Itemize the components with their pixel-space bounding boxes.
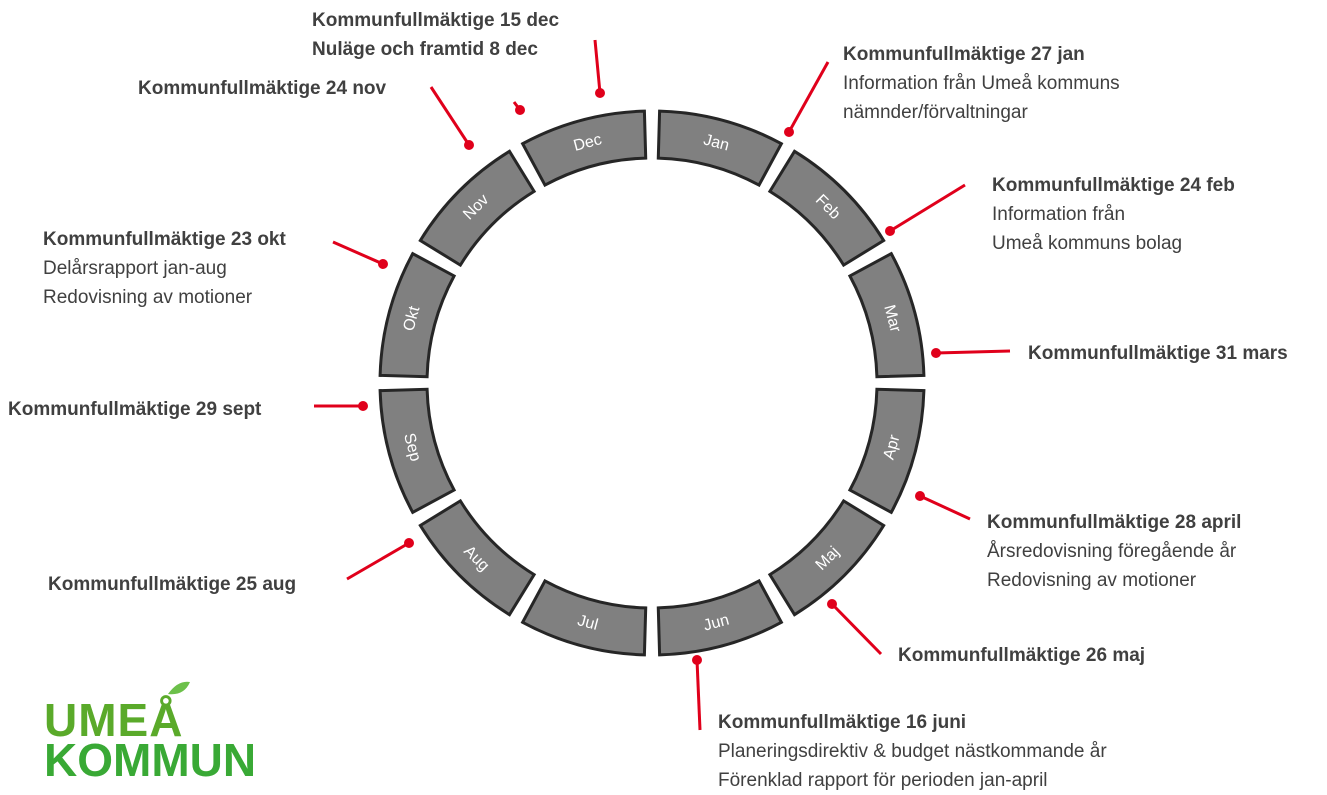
month-segment-aug xyxy=(418,498,537,617)
month-segment-mar xyxy=(847,251,926,379)
event-title: Kommunfullmäktige 24 feb xyxy=(992,175,1235,196)
event-feb: Kommunfullmäktige 24 feb Information frå… xyxy=(992,171,1235,258)
event-nov: Kommunfullmäktige 24 nov xyxy=(138,74,386,103)
event-line: Redovisning av motioner xyxy=(987,570,1197,591)
event-line: Redovisning av motioner xyxy=(43,287,253,308)
event-title: Kommunfullmäktige 25 aug xyxy=(48,574,297,595)
connector-dot xyxy=(827,599,837,609)
connector-line xyxy=(429,86,471,146)
event-sep: Kommunfullmäktige 29 sept xyxy=(8,395,261,424)
month-segment-apr xyxy=(847,387,926,515)
connector-dot xyxy=(692,655,702,665)
month-segment-jul xyxy=(520,578,648,657)
event-line: Planeringsdirektiv & budget nästkommande… xyxy=(718,741,1107,762)
event-line: Information från xyxy=(992,204,1126,225)
event-maj: Kommunfullmäktige 26 maj xyxy=(898,641,1145,670)
month-segment-jan xyxy=(656,109,784,188)
connector-dot xyxy=(595,88,605,98)
connector-line xyxy=(695,659,702,731)
month-segment-maj xyxy=(767,498,886,617)
connector-dot xyxy=(885,226,895,236)
leaf-icon xyxy=(168,681,190,695)
event-jan: Kommunfullmäktige 27 jan Information frå… xyxy=(843,40,1120,127)
connector-dot xyxy=(404,538,414,548)
connector-line xyxy=(787,61,830,133)
event-title: Kommunfullmäktige 24 nov xyxy=(138,78,387,99)
event-aug: Kommunfullmäktige 25 aug xyxy=(48,570,296,599)
month-segment-okt xyxy=(378,251,457,379)
event-title: Kommunfullmäktige 16 juni xyxy=(718,712,967,733)
month-label-mar: Mar xyxy=(880,303,904,335)
logo-line2: KOMMUN xyxy=(44,734,257,786)
connector-dot xyxy=(784,127,794,137)
event-title: Kommunfullmäktige 28 april xyxy=(987,512,1242,533)
event-title: Kommunfullmäktige 27 jan xyxy=(843,44,1085,65)
event-title: Kommunfullmäktige 29 sept xyxy=(8,399,262,420)
month-segment-sep xyxy=(378,387,457,515)
month-label-okt: Okt xyxy=(401,304,424,333)
month-segment-nov xyxy=(418,149,537,268)
connector-line xyxy=(889,183,966,233)
connector-line xyxy=(830,602,883,656)
connector-line xyxy=(593,39,602,94)
event-dec: Kommunfullmäktige 15 dec Nuläge och fram… xyxy=(312,6,559,64)
event-mar: Kommunfullmäktige 31 mars xyxy=(1028,339,1288,368)
connector-dot xyxy=(515,105,525,115)
event-line: Delårsrapport jan-aug xyxy=(43,258,227,279)
connector-line xyxy=(346,541,410,581)
month-segment-jun xyxy=(656,578,784,657)
month-segment-dec xyxy=(520,109,648,188)
connector-dot xyxy=(915,491,925,501)
event-line: Umeå kommuns bolag xyxy=(992,233,1183,254)
event-title: Kommunfullmäktige 23 okt xyxy=(43,229,286,250)
connector-dot xyxy=(464,140,474,150)
event-apr: Kommunfullmäktige 28 april Årsredovisnin… xyxy=(987,508,1241,595)
month-segment-feb xyxy=(767,149,886,268)
event-title: Kommunfullmäktige 31 mars xyxy=(1028,343,1288,364)
event-line: Information från Umeå kommuns xyxy=(843,73,1120,94)
event-title: Kommunfullmäktige 26 maj xyxy=(898,645,1146,666)
connector-line xyxy=(919,494,971,521)
event-jun: Kommunfullmäktige 16 juni Planeringsdire… xyxy=(718,708,1107,795)
month-label-jan: Jan xyxy=(702,131,731,154)
month-label-sep: Sep xyxy=(400,431,424,463)
month-label-jul: Jul xyxy=(576,612,600,634)
event-line: Nuläge och framtid 8 dec xyxy=(312,39,538,60)
connector-dot xyxy=(931,348,941,358)
month-label-dec: Dec xyxy=(572,131,604,155)
connector-dot xyxy=(378,259,388,269)
umea-kommun-logo: UMEÅ KOMMUN xyxy=(44,694,257,786)
event-line: Förenklad rapport för perioden jan-april xyxy=(718,770,1048,791)
connector-line xyxy=(935,349,1011,355)
event-title: Kommunfullmäktige 15 dec xyxy=(312,10,560,31)
connector-dot xyxy=(358,401,368,411)
event-line: nämnder/förvaltningar xyxy=(843,102,1028,123)
month-label-apr: Apr xyxy=(881,432,904,461)
month-label-jun: Jun xyxy=(702,611,731,634)
logo-line1: UMEÅ xyxy=(44,694,184,746)
connector-line xyxy=(332,240,384,266)
event-line: Årsredovisning föregående år xyxy=(987,541,1237,562)
event-okt: Kommunfullmäktige 23 okt Delårsrapport j… xyxy=(43,225,286,312)
